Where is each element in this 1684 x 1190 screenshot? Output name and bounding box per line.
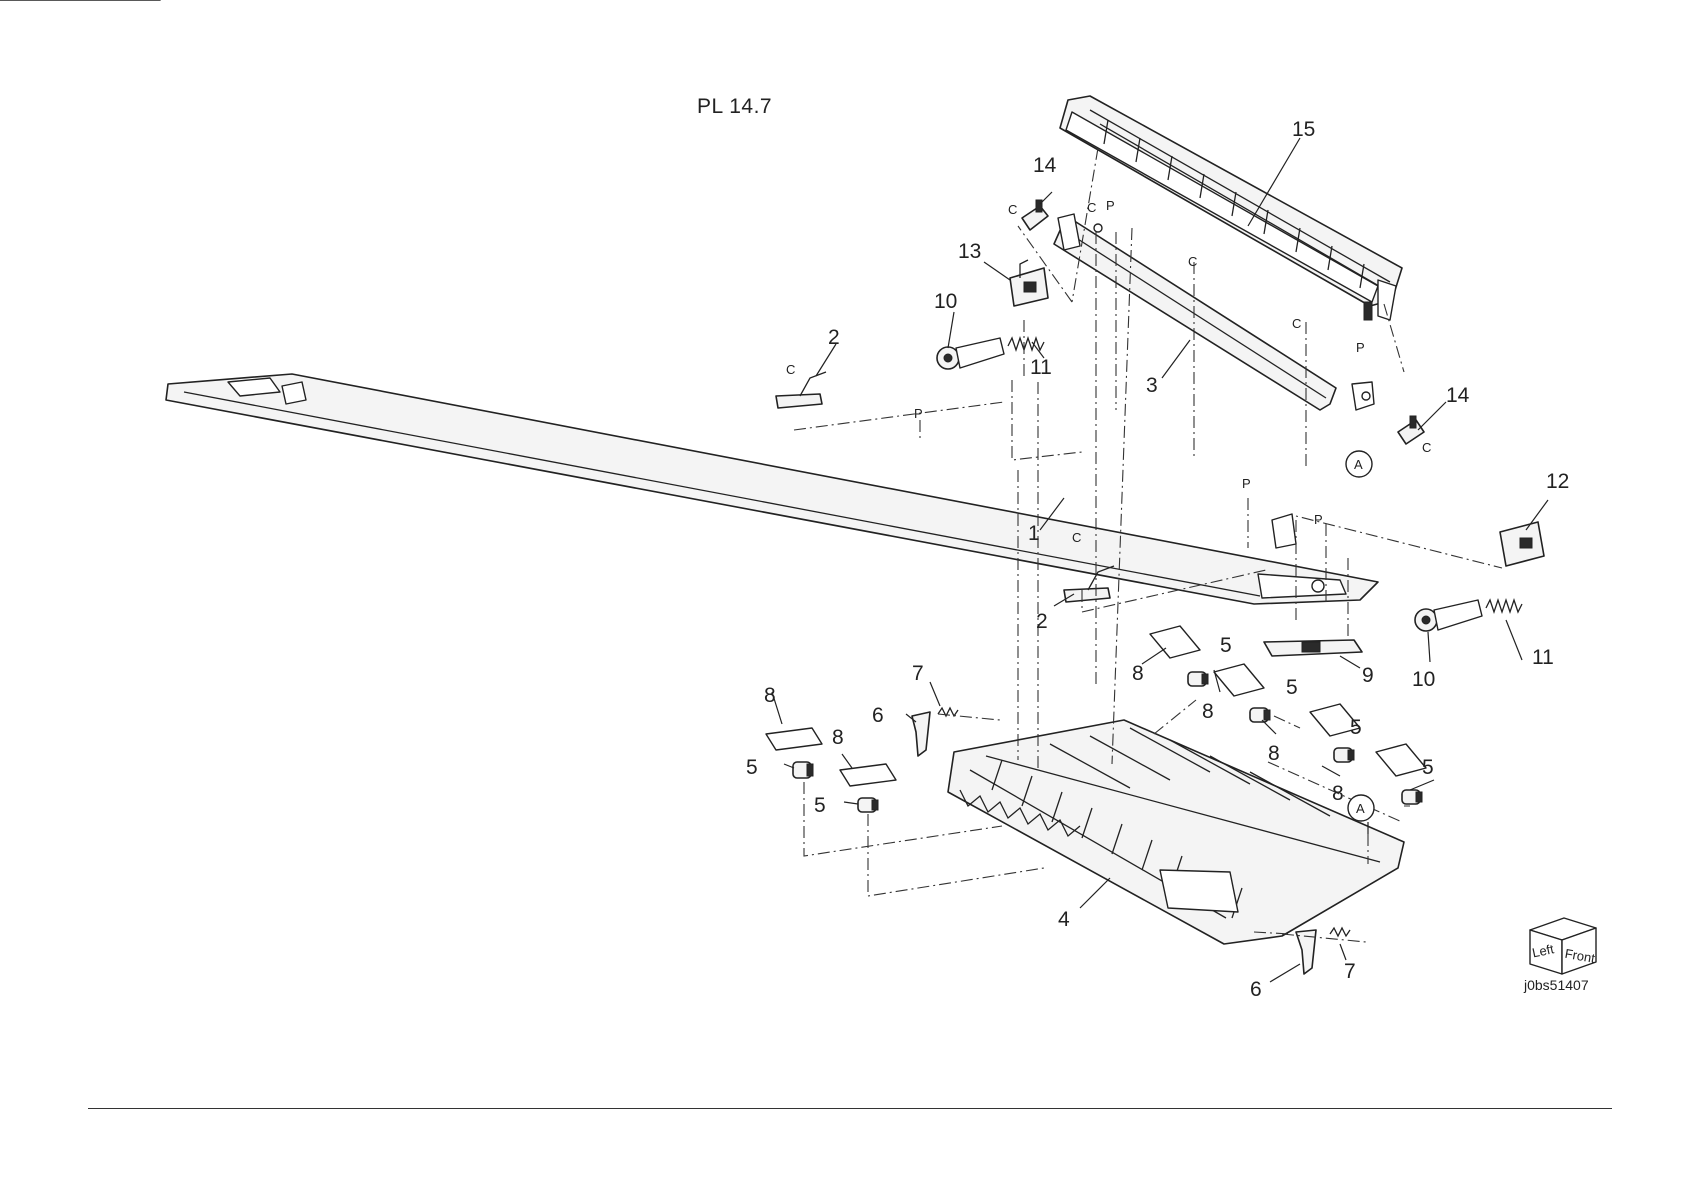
- part-9-bracket: [1264, 640, 1362, 656]
- callout-4: 4: [1058, 908, 1070, 931]
- ref-a: A: [1354, 457, 1363, 472]
- part-10-roller-lower: [1415, 600, 1482, 631]
- ref-c: C: [1072, 530, 1081, 545]
- callout-2-upper: 2: [828, 326, 840, 349]
- ref-a: A: [1356, 801, 1365, 816]
- callout-3: 3: [1146, 374, 1158, 397]
- ref-a-circle-upper: A: [1346, 451, 1372, 477]
- ref-c: C: [1292, 316, 1301, 331]
- ref-c: C: [786, 362, 795, 377]
- part-12-holder: [1500, 522, 1544, 566]
- callout-13: 13: [958, 240, 981, 263]
- callout-8-d: 8: [1202, 700, 1214, 723]
- ref-a-circle-lower: A: [1348, 795, 1374, 821]
- callout-6-left: 6: [872, 704, 884, 727]
- ref-p: P: [1106, 198, 1115, 213]
- callout-5-f: 5: [814, 794, 826, 817]
- footer-divider: [88, 1108, 1612, 1109]
- part-14-clip-lower: [1398, 416, 1424, 444]
- part-11-spring-upper: [1008, 338, 1044, 350]
- ref-c: C: [1087, 200, 1096, 215]
- ref-c: C: [1008, 202, 1017, 217]
- callout-5-b: 5: [1286, 676, 1298, 699]
- ref-p: P: [1314, 512, 1323, 527]
- callout-8-a: 8: [764, 684, 776, 707]
- callout-14-lower: 14: [1446, 384, 1470, 407]
- callout-5-c: 5: [1350, 716, 1362, 739]
- callout-5-d: 5: [1422, 756, 1434, 779]
- callout-10-upper: 10: [934, 290, 957, 313]
- part-10-roller-upper: [937, 338, 1004, 369]
- callout-8-e: 8: [1268, 742, 1280, 765]
- callout-8-c: 8: [1132, 662, 1144, 685]
- callout-14-upper: 14: [1033, 154, 1057, 177]
- part-13-holder: [1010, 260, 1048, 306]
- ref-c: C: [1422, 440, 1431, 455]
- callout-2-lower: 2: [1036, 610, 1048, 633]
- ref-c: C: [1188, 254, 1197, 269]
- callout-12: 12: [1546, 470, 1569, 493]
- callout-8-f: 8: [1332, 782, 1344, 805]
- callout-5-e: 5: [746, 756, 758, 779]
- ref-p: P: [1356, 340, 1365, 355]
- callout-10-lower: 10: [1412, 668, 1435, 691]
- callout-6-right: 6: [1250, 978, 1262, 1001]
- callout-9: 9: [1362, 664, 1374, 687]
- part-6-lever-left: [912, 712, 930, 756]
- callout-1: 1: [1028, 522, 1040, 545]
- callout-7-upper: 7: [912, 662, 924, 685]
- callout-7-lower: 7: [1344, 960, 1356, 983]
- part-11-spring-lower: [1486, 600, 1522, 612]
- part-14-clip-upper: [1022, 200, 1048, 230]
- callout-5-a: 5: [1220, 634, 1232, 657]
- ref-p: P: [914, 406, 923, 421]
- part-2-clip-upper: [776, 372, 826, 408]
- callout-11-upper: 11: [1030, 356, 1052, 379]
- callout-8-b: 8: [832, 726, 844, 749]
- callout-15: 15: [1292, 118, 1315, 141]
- ref-p: P: [1242, 476, 1251, 491]
- image-id: j0bs51407: [1524, 977, 1589, 993]
- callout-11-lower: 11: [1532, 646, 1554, 669]
